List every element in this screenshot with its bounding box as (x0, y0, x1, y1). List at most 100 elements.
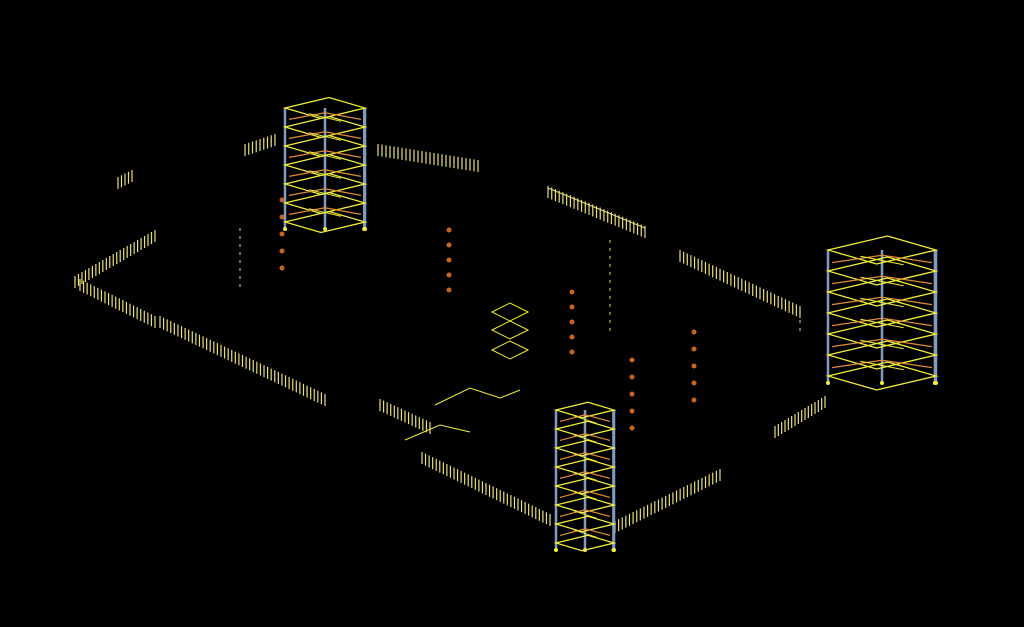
tower-northwest (282, 96, 368, 234)
stair-flight (860, 297, 904, 308)
stair-beam (559, 414, 611, 422)
floor-frame (825, 298, 939, 328)
stair-beam (831, 296, 933, 306)
stair-flight (573, 491, 597, 500)
floor-frame (825, 235, 939, 265)
floor-frame (553, 458, 617, 476)
stair-flight (860, 255, 904, 266)
column-markers (239, 197, 801, 431)
column-marker (446, 257, 452, 263)
stair-flight (573, 415, 597, 424)
stair-beam (559, 490, 611, 498)
floor-frame (553, 515, 617, 533)
stair-beam (559, 528, 611, 536)
column-marker (279, 265, 285, 271)
stair-beam (559, 452, 611, 460)
floor-frame (282, 96, 368, 120)
column-base (362, 227, 367, 231)
column-marker (569, 349, 575, 355)
floor-frame (282, 210, 368, 234)
stair-flight (573, 434, 597, 443)
floor-frame (825, 277, 939, 307)
column-marker (691, 363, 697, 369)
perimeter-walls (74, 134, 826, 533)
stair-flight (860, 360, 904, 371)
stair-beam (288, 169, 362, 177)
stair-flight (573, 529, 597, 538)
column-base (283, 227, 287, 231)
stair-beam (288, 150, 362, 158)
column-marker (569, 319, 575, 325)
stair-flight (860, 276, 904, 287)
column-marker (569, 304, 575, 310)
tower-east (825, 235, 939, 391)
stair-beam (831, 338, 933, 348)
stair-beam (831, 254, 933, 264)
wall-top-edge (547, 187, 646, 229)
column-marker (279, 231, 285, 237)
stair-beam (288, 207, 362, 215)
column-marker (629, 391, 635, 397)
floor-frame (282, 115, 368, 139)
floor-frame (553, 401, 617, 419)
column-marker (446, 227, 452, 233)
floor-frame (282, 153, 368, 177)
building-towers (282, 96, 939, 552)
floor-frame (825, 361, 939, 391)
column-marker (691, 329, 697, 335)
column-marker (446, 272, 452, 278)
stair-flight (860, 339, 904, 350)
column-base (611, 548, 616, 552)
column-marker (569, 289, 575, 295)
stair-beam (288, 188, 362, 196)
floor-frame (553, 420, 617, 438)
column-marker (569, 334, 575, 340)
column-base (932, 381, 937, 385)
column-marker (279, 248, 285, 254)
column-marker (691, 380, 697, 386)
column-marker (691, 397, 697, 403)
column-base (826, 381, 830, 385)
stair-beam (831, 317, 933, 327)
floor-fragments (404, 302, 530, 441)
column-base (554, 548, 558, 552)
column-marker (629, 408, 635, 414)
floor-plate (490, 302, 530, 322)
floor-frame (825, 340, 939, 370)
column-marker (446, 242, 452, 248)
column-marker (629, 357, 635, 363)
column-marker (446, 287, 452, 293)
floor-frame (825, 256, 939, 286)
stair-flight (573, 453, 597, 462)
floor-frame (553, 534, 617, 552)
column-marker (629, 425, 635, 431)
floor-frame (553, 477, 617, 495)
column-base (323, 227, 327, 231)
floor-plate (490, 340, 530, 360)
stair-flight (573, 472, 597, 481)
column-marker (279, 214, 285, 220)
tower-south (553, 401, 617, 552)
floor-fragment (434, 387, 521, 406)
stair-beam (559, 433, 611, 441)
floor-frame (282, 134, 368, 158)
column-marker (279, 197, 285, 203)
column-marker (691, 346, 697, 352)
stair-beam (559, 471, 611, 479)
floor-fragment (404, 424, 471, 441)
floor-frame (282, 191, 368, 215)
stair-flight (860, 318, 904, 329)
floor-frame (282, 172, 368, 196)
floor-frame (553, 496, 617, 514)
floor-frame (553, 439, 617, 457)
stair-beam (831, 359, 933, 369)
stair-beam (288, 131, 362, 139)
stair-beam (288, 112, 362, 120)
stair-beam (559, 509, 611, 517)
floor-plate (490, 320, 530, 340)
floor-frame (825, 319, 939, 349)
stair-beam (831, 275, 933, 285)
stair-flight (573, 510, 597, 519)
